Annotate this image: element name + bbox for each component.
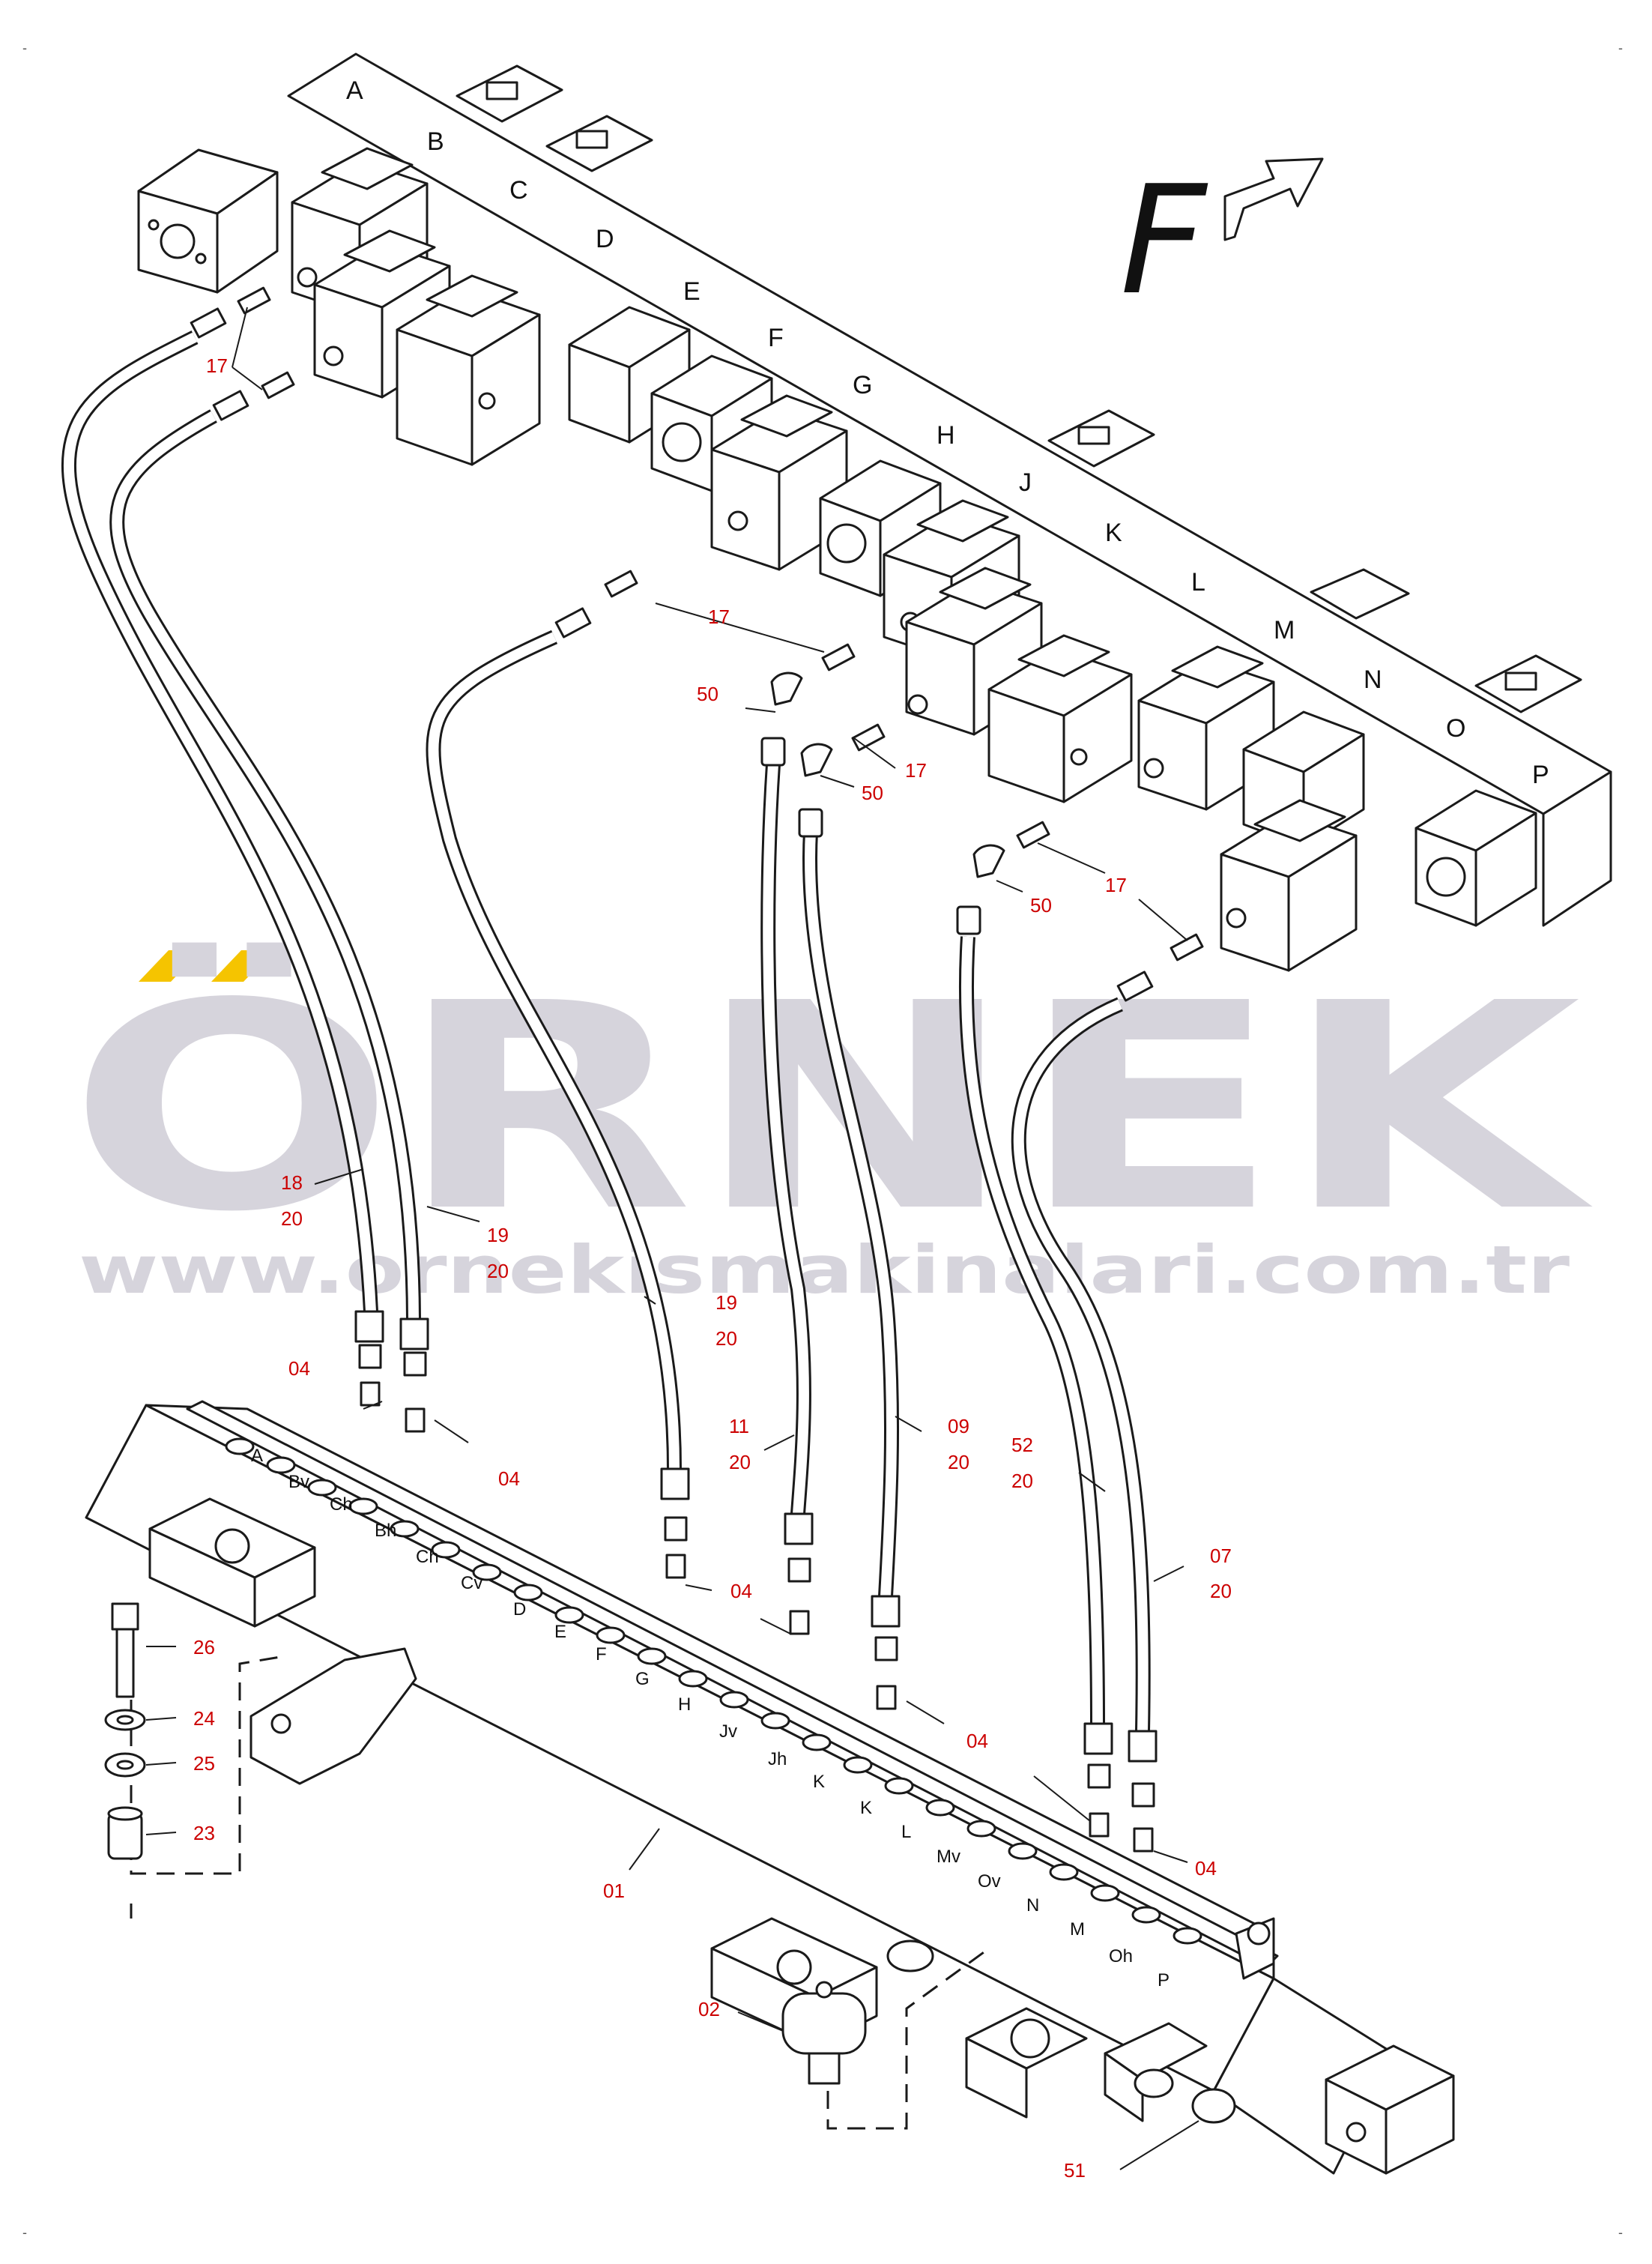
leader-lines <box>145 307 1199 2170</box>
part-number: 20 <box>715 1327 737 1350</box>
part-number: 20 <box>948 1451 969 1473</box>
bolt-head <box>111 1602 139 1631</box>
block-letter-labels: A B C D E F G H J K L M N O P <box>346 76 1549 789</box>
block-letter: B <box>427 127 444 156</box>
block-letter: E <box>683 277 701 306</box>
part-number: 20 <box>1210 1580 1232 1602</box>
port-label: D <box>513 1599 526 1619</box>
part-number: 11 <box>729 1415 749 1437</box>
part-number: 25 <box>193 1752 215 1775</box>
block-letter: M <box>1274 616 1295 645</box>
corner-mark-bl: - <box>22 2225 27 2240</box>
watermark-accent-right <box>211 950 273 982</box>
watermark-accent-left <box>139 950 201 982</box>
part-number: 02 <box>698 1998 720 2020</box>
part-number: 04 <box>730 1580 752 1602</box>
part-number: 23 <box>193 1822 215 1844</box>
port-label: L <box>901 1822 911 1842</box>
watermark-url: www.ornekismakinalari.com.tr <box>79 1231 1570 1308</box>
port-label: G <box>635 1669 650 1689</box>
block-letter: H <box>937 421 955 450</box>
part-number: 52 <box>1011 1434 1033 1456</box>
port-label: E <box>554 1622 566 1642</box>
lower-fittings <box>354 1310 1158 1853</box>
block-letter: J <box>1019 468 1032 497</box>
front-cubes <box>137 147 1537 972</box>
block-letter: L <box>1191 568 1205 597</box>
part-number: 01 <box>603 1880 625 1902</box>
upper-blocks <box>456 64 1582 713</box>
valve-bank: A B C D E F G H J K L M N O P <box>137 52 1612 972</box>
part-number: 04 <box>288 1357 310 1380</box>
bolt-shank <box>115 1628 135 1698</box>
part-number: 17 <box>708 606 730 628</box>
direction-arrow-icon <box>1223 157 1324 241</box>
part-number: 19 <box>715 1291 737 1314</box>
block-letter: P <box>1532 761 1549 789</box>
part-number: 09 <box>948 1415 969 1437</box>
block-letter: A <box>346 76 363 105</box>
part-number: 20 <box>729 1451 751 1473</box>
part-number: 26 <box>193 1636 215 1658</box>
port-label: Oh <box>1109 1946 1133 1966</box>
bracket <box>249 1647 417 1785</box>
block-letter: K <box>1105 519 1122 547</box>
part-number: 20 <box>487 1260 509 1282</box>
port-label: P <box>1158 1970 1170 1990</box>
block-letter: G <box>853 371 872 399</box>
valve-bar-end <box>1542 770 1612 927</box>
port-label: Mv <box>937 1847 960 1867</box>
part-number: 50 <box>697 683 718 705</box>
port-label: Ov <box>978 1871 1001 1892</box>
port-label: Jv <box>719 1721 737 1742</box>
corner-mark-tl: - <box>22 40 27 55</box>
part-number: 51 <box>1064 2159 1086 2182</box>
part-number: 17 <box>905 759 927 782</box>
part-callouts: 17 17 17 17 50 50 50 18 20 19 20 19 20 1… <box>193 354 1232 2182</box>
block-letter: N <box>1364 665 1382 694</box>
port-label: F <box>596 1644 607 1664</box>
port-label: H <box>678 1694 691 1715</box>
port-label: Ch <box>330 1494 353 1515</box>
part-number: 24 <box>193 1707 215 1730</box>
part-number: 04 <box>966 1730 988 1752</box>
pressure-gauge <box>781 1992 867 2055</box>
loose-hardware <box>104 1602 146 1860</box>
port-label: Bv <box>288 1472 309 1492</box>
part-number: 18 <box>281 1171 303 1194</box>
part-number: 20 <box>1011 1470 1033 1492</box>
port-label: N <box>1026 1895 1039 1916</box>
part-number: 17 <box>1105 874 1127 896</box>
lower-manifold <box>85 1400 1455 2175</box>
port-label: Jh <box>768 1749 787 1769</box>
block-letter: C <box>509 176 528 205</box>
hoses <box>61 286 1204 1853</box>
part-number: 50 <box>862 782 883 804</box>
part-number: 19 <box>487 1224 509 1246</box>
port-label: A <box>251 1446 263 1466</box>
part-number: 07 <box>1210 1545 1232 1567</box>
block-letter: O <box>1446 714 1465 743</box>
part-number: 50 <box>1030 894 1052 917</box>
port-label: Bh <box>375 1521 396 1541</box>
part-number: 04 <box>498 1467 520 1490</box>
port-label: Cv <box>461 1573 482 1593</box>
upper-fittings <box>190 286 1204 1002</box>
port-label: Ch <box>416 1547 439 1567</box>
port-label: M <box>1070 1919 1085 1940</box>
manifold-port-holes <box>225 1437 1202 1945</box>
corner-mark-tr: - <box>1618 40 1623 55</box>
manifold-port-labels: A Bv Ch Bh Ch Cv D E F G H Jv Jh K K L M… <box>251 1446 1170 1990</box>
port-label: K <box>813 1772 825 1792</box>
view-label: F <box>1120 154 1208 328</box>
block-letter: F <box>768 324 784 352</box>
block-letter: D <box>596 225 614 253</box>
part-number: 17 <box>206 354 228 377</box>
part-number: 20 <box>281 1207 303 1230</box>
corner-mark-br: - <box>1618 2225 1623 2240</box>
port-label: K <box>860 1798 872 1818</box>
part-number: 04 <box>1195 1857 1217 1880</box>
